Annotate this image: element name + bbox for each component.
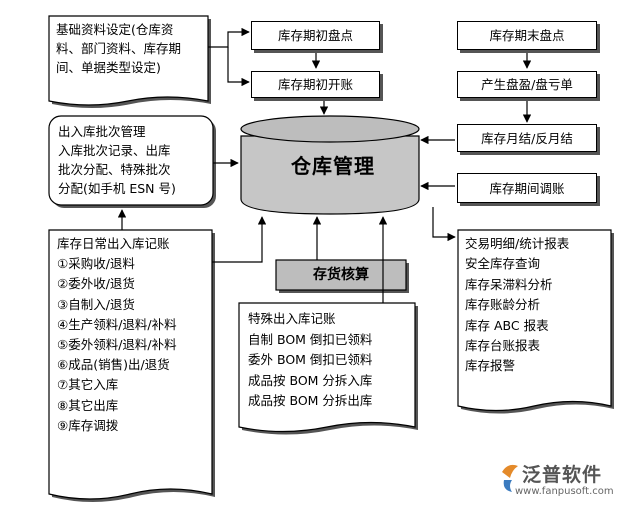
month-end-box: 库存月结/反月结 [457, 124, 597, 152]
batch-mgmt-line: 分配(如手机 ESN 号) [58, 181, 176, 196]
batch-mgmt-text: 出入库批次管理 入库批次记录、出库 批次分配、特殊批次 分配(如手机 ESN 号… [58, 122, 210, 198]
inventory-costing-label: 存货核算 [313, 266, 369, 283]
period-end-count-box: 库存期末盘点 [457, 21, 597, 50]
basic-setup-text: 基础资料设定(仓库资 料、部门资料、库存期 间、单据类型设定) [56, 20, 206, 77]
reports-text: 交易明细/统计报表 安全库存查询 库存呆滞料分析 库存账龄分析 库存 ABC 报… [465, 234, 610, 377]
brand-name: 泛普软件 [522, 464, 603, 486]
daily-log-line: ⑦其它入库 [57, 377, 119, 393]
reports-doc [457, 229, 612, 412]
daily-log-line: ⑥成品(销售)出/退货 [57, 357, 170, 373]
reports-line: 库存 ABC 报表 [465, 317, 549, 333]
arrow [212, 216, 267, 263]
special-log-line: 成品按 BOM 分拆出库 [248, 393, 373, 408]
special-log-text: 特殊出入库记账 自制 BOM 倒扣已领料 委外 BOM 倒扣已领料 成品按 BO… [248, 309, 414, 412]
batch-mgmt-line: 出入库批次管理 [58, 124, 146, 139]
warehouse-cylinder-body [240, 135, 420, 215]
daily-log-line: ⑨库存调拨 [57, 417, 119, 433]
reports-line: 库存台账报表 [465, 338, 541, 354]
daily-log-line: ②委外收/退货 [57, 276, 135, 292]
daily-log-line: ③自制入/退货 [57, 296, 135, 312]
period-adjust-box: 库存期间调账 [457, 173, 597, 203]
daily-log-line: ④生产领料/退料/补料 [57, 316, 177, 332]
period-start-count-label: 库存期初盘点 [277, 28, 353, 43]
period-start-open-label: 库存期初开账 [277, 77, 353, 92]
daily-log-line: ⑧其它出库 [57, 397, 119, 413]
batch-mgmt-box [48, 115, 214, 206]
batch-mgmt-line: 入库批次记录、出库 [58, 143, 171, 158]
batch-mgmt-line: 批次分配、特殊批次 [58, 162, 171, 177]
brand-mark-icon [502, 464, 518, 492]
special-log-line: 委外 BOM 倒扣已领料 [248, 352, 373, 367]
arrow [227, 47, 250, 87]
brand-logo [502, 464, 518, 492]
special-log-line: 特殊出入库记账 [248, 311, 336, 326]
reports-line: 库存报警 [465, 358, 516, 374]
special-log-line: 成品按 BOM 分拆入库 [248, 372, 373, 388]
reports-line: 安全库存查询 [465, 256, 541, 272]
basic-setup-line: 料、部门资料、库存期 [56, 41, 182, 56]
period-end-count-label: 库存期末盘点 [489, 28, 565, 43]
gain-loss-box: 产生盘盈/盘亏单 [457, 71, 597, 98]
special-log-line: 自制 BOM 倒扣已领料 [248, 331, 373, 347]
inventory-costing-box [275, 259, 407, 291]
gain-loss-label: 产生盘盈/盘亏单 [481, 77, 573, 92]
basic-setup-doc [48, 15, 209, 106]
period-start-count-box: 库存期初盘点 [251, 21, 380, 50]
warehouse-cylinder-top [240, 115, 420, 143]
daily-log-line: ①采购收/退料 [57, 256, 135, 272]
brand-url: www.fanpusoft.com [515, 486, 614, 497]
arrow [208, 27, 250, 48]
period-adjust-label: 库存期间调账 [489, 180, 565, 196]
basic-setup-line: 间、单据类型设定) [56, 60, 161, 75]
period-start-open-box: 库存期初开账 [251, 71, 380, 98]
daily-log-doc [48, 229, 213, 500]
warehouse-label: 仓库管理 [291, 154, 375, 178]
daily-log-line: ⑤委外领料/退料/补料 [57, 337, 177, 353]
reports-line: 库存呆滞料分析 [465, 276, 553, 292]
daily-log-line: 库存日常出入库记账 [57, 236, 170, 251]
reports-line: 交易明细/统计报表 [465, 236, 570, 251]
reports-line: 库存账龄分析 [465, 297, 541, 313]
inventory-costing-text: 存货核算 [276, 260, 406, 290]
daily-log-text: 库存日常出入库记账 ①采购收/退料 ②委外收/退货 ③自制入/退货 ④生产领料/… [57, 234, 209, 436]
arrow [432, 207, 456, 242]
basic-setup-line: 基础资料设定(仓库资 [56, 22, 174, 37]
special-log-doc [238, 302, 416, 433]
month-end-label: 库存月结/反月结 [481, 130, 573, 146]
